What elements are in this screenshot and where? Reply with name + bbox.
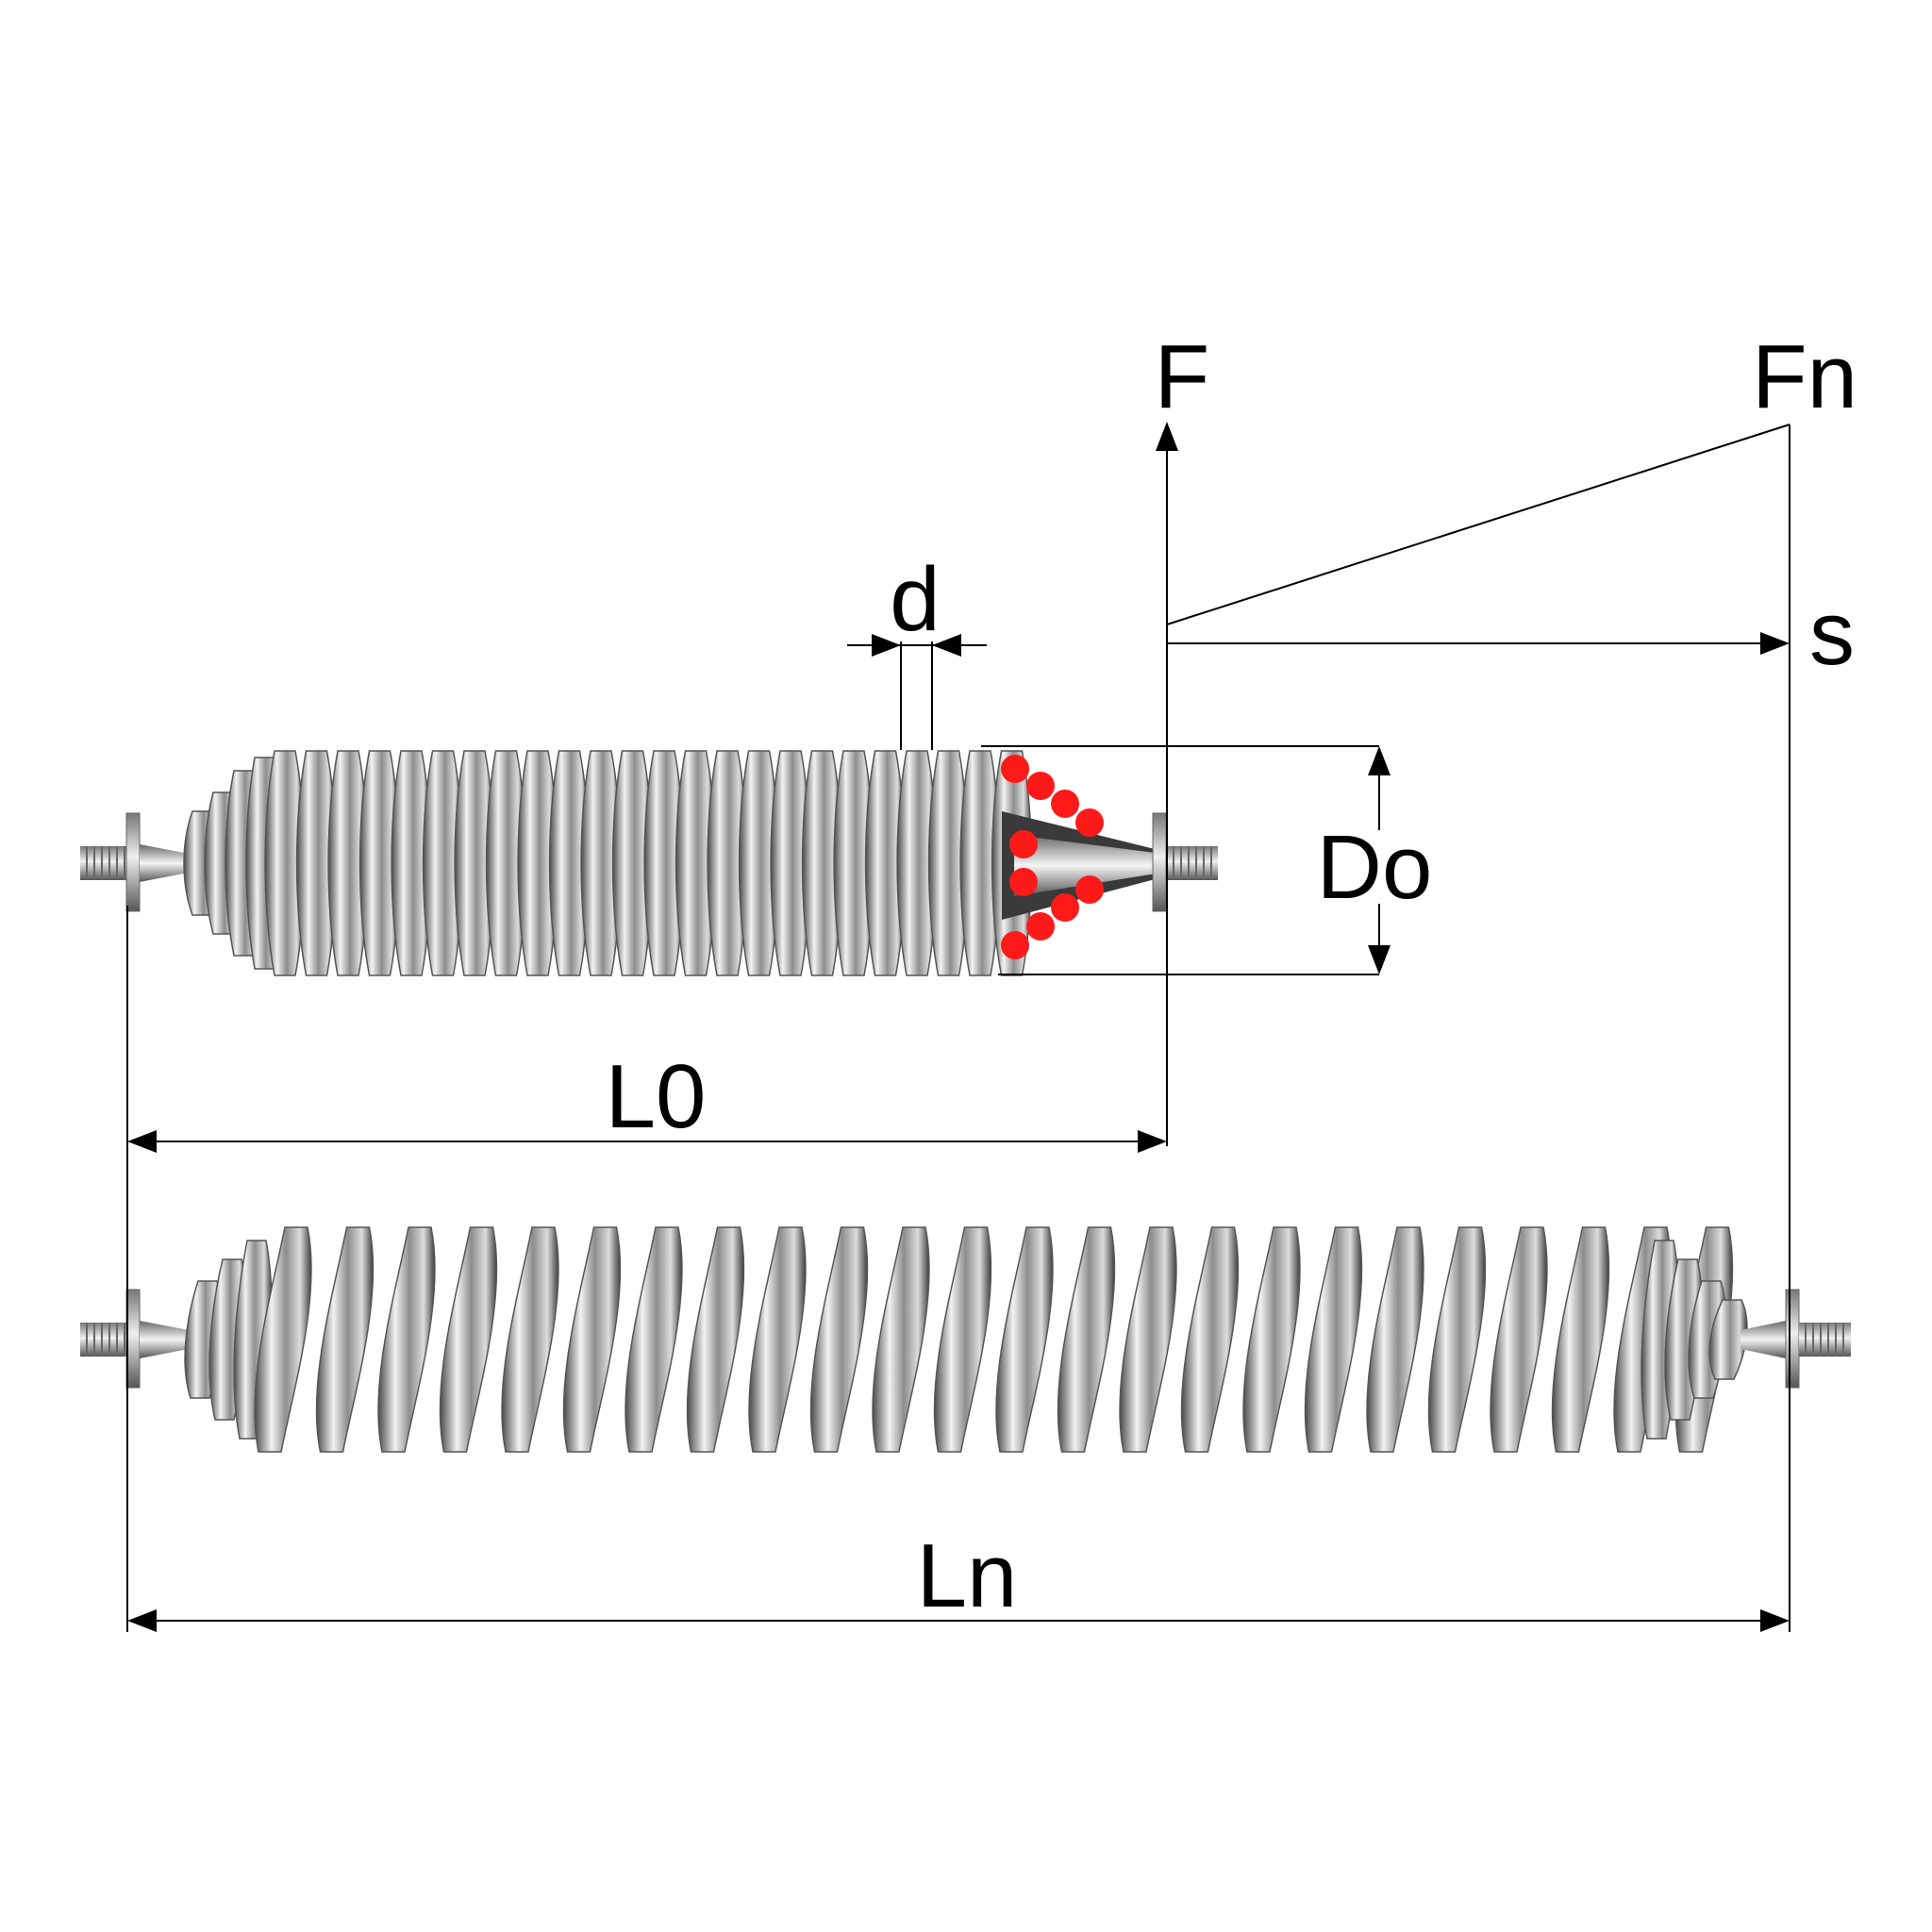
spring-coil (995, 1226, 1054, 1453)
extended-spring (80, 1226, 1851, 1453)
spring-coil (872, 1226, 930, 1453)
spring-coil (1490, 1226, 1548, 1453)
dimension-labels: F Fn s d Do L0 Ln (606, 326, 1857, 1626)
spring-coil (377, 1226, 436, 1453)
spring-coil (1427, 1226, 1487, 1453)
spring-coil (315, 1226, 375, 1453)
force-axis-arrow (1156, 422, 1178, 451)
wire-section-circle (1026, 772, 1055, 800)
wire-diameter-label: d (890, 549, 940, 650)
spring-coil (748, 1226, 807, 1453)
relaxed-spring-right-threaded-end (1152, 812, 1218, 912)
spring-coil (625, 1226, 683, 1453)
ln-arrow-left (127, 1609, 157, 1632)
wire-section-circle (1009, 868, 1038, 896)
spring-coil (1551, 1226, 1610, 1453)
free-length-label: L0 (606, 1046, 707, 1147)
wire-section-circle (1075, 808, 1104, 837)
outer-diameter-label: Do (1317, 817, 1433, 918)
extended-spring-left-threaded-end (80, 1289, 189, 1389)
spring-coil (254, 1226, 312, 1453)
wire-section-circle (1009, 830, 1038, 858)
d-arrow-right (932, 634, 961, 657)
dimension-lines (126, 422, 1790, 1632)
relaxed-spring-left-threaded-end (80, 812, 189, 912)
spring-coil (686, 1226, 745, 1453)
force-characteristic-line (1166, 424, 1790, 625)
extended-spring-body (184, 1226, 1748, 1453)
relaxed-spring-body (183, 750, 1033, 976)
extended-length-label: Ln (917, 1525, 1018, 1626)
force-label: F (1155, 326, 1210, 427)
spring-coil (1708, 1299, 1748, 1380)
wire-section-circle (1051, 790, 1079, 818)
l0-arrow-left (127, 1130, 157, 1153)
spring-coil (1366, 1226, 1424, 1453)
spring-coil (439, 1226, 498, 1453)
wire-section-circle (1075, 875, 1104, 904)
do-arrow-bottom (1368, 945, 1391, 974)
do-arrow-top (1368, 746, 1391, 775)
spring-coil (1180, 1226, 1240, 1453)
spring-coil (562, 1226, 622, 1453)
spring-coil (501, 1226, 559, 1453)
spring-coil (1242, 1226, 1301, 1453)
spring-coil (809, 1226, 869, 1453)
ln-arrow-right (1760, 1609, 1790, 1632)
travel-axis-arrow (1760, 632, 1790, 655)
wire-section-circle (1001, 931, 1029, 959)
wire-section-circle (1051, 893, 1079, 922)
wire-cross-section-circles (1001, 755, 1104, 959)
force-n-label: Fn (1752, 326, 1857, 427)
spring-coil (1057, 1226, 1116, 1453)
spring-coil (933, 1226, 992, 1453)
l0-arrow-right (1138, 1130, 1167, 1153)
wire-section-circle (1026, 912, 1055, 941)
wire-section-circle (1001, 755, 1029, 783)
d-arrow-left (872, 634, 901, 657)
spring-coil (1304, 1226, 1363, 1453)
relaxed-spring (80, 750, 1218, 976)
spring-coil (1119, 1226, 1177, 1453)
travel-label: s (1809, 583, 1855, 684)
relaxed-spring-cross-section (1001, 755, 1162, 959)
extended-spring-right-threaded-end (1740, 1289, 1851, 1389)
